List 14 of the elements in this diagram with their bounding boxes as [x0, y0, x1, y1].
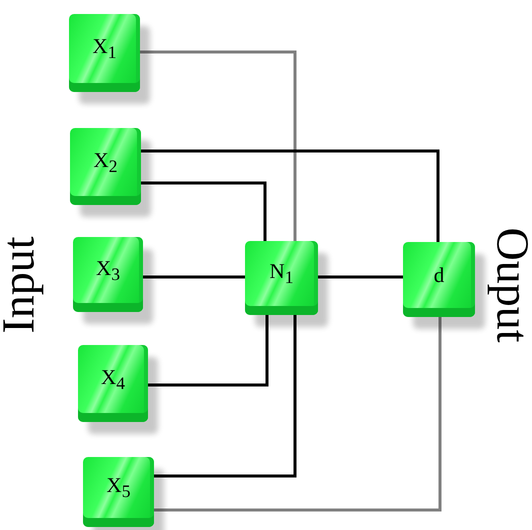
- neuron-block: X$_{4}$: [78, 345, 148, 422]
- neuron-block: d: [403, 242, 475, 317]
- neuron-block: X$_{3}$: [73, 237, 143, 312]
- connector-line: [143, 276, 245, 278]
- neuron-block: X$_{2}$: [70, 128, 141, 205]
- connector-line: [141, 182, 266, 241]
- neuron-block: X$_{1}$: [69, 14, 140, 92]
- neuron-block: N$_{1}$: [245, 241, 318, 315]
- side-label: Input: [0, 236, 42, 334]
- neuron-block: X$_{5}$: [83, 457, 154, 527]
- side-label: Ouput: [490, 228, 532, 342]
- connector-line: [318, 276, 403, 278]
- connector-line: [141, 150, 440, 242]
- connector-line: [140, 50, 296, 241]
